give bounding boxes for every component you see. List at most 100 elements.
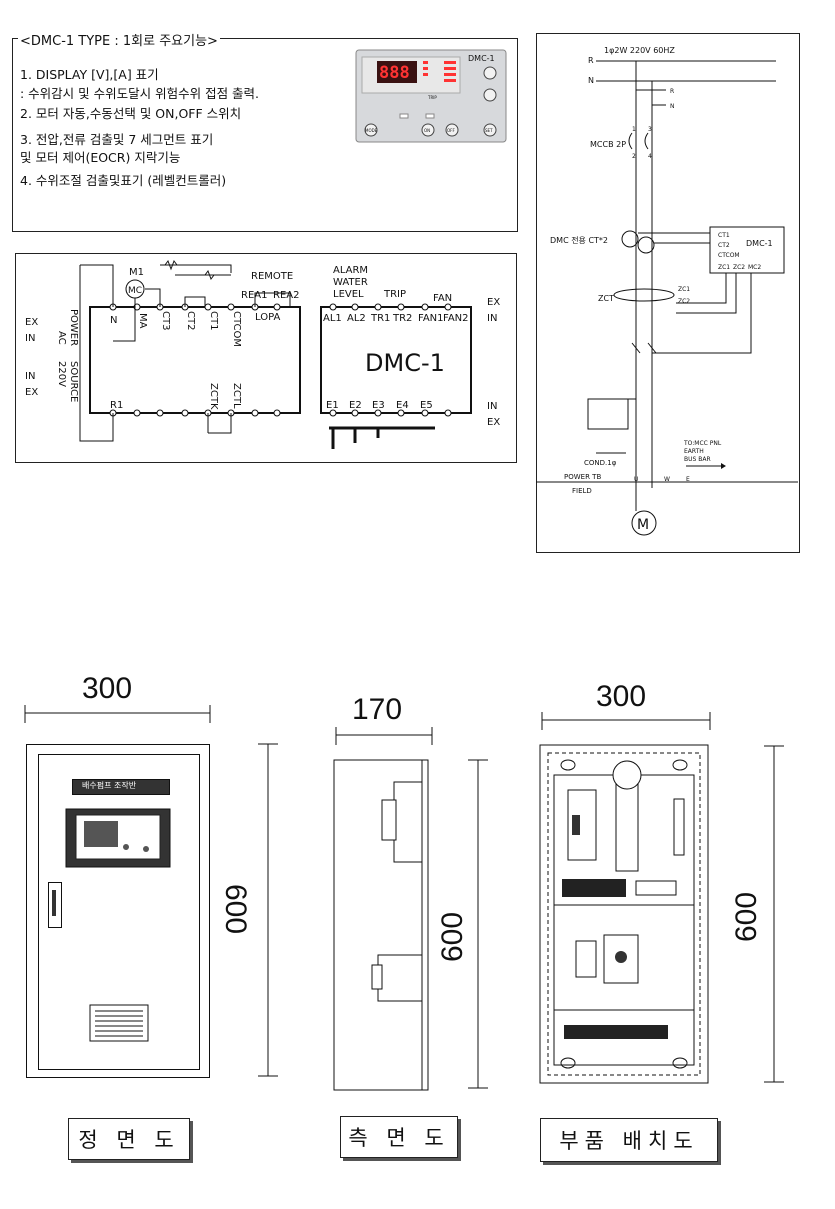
wire-n-small: N: [670, 103, 675, 110]
dmc-zc1: ZC1: [718, 264, 730, 271]
wiring-diagram: 1φ2W 220V 60HZ R N R N MCCB 2P 1 3 2 4 D…: [536, 46, 798, 536]
wiring-motor: M: [637, 517, 649, 533]
front-height-dimension: [258, 743, 278, 1077]
side-width-dimension: [335, 727, 433, 745]
layout-width-label: 300: [596, 680, 647, 713]
water-label: WATER: [333, 277, 368, 288]
level-label: LEVEL: [333, 289, 364, 300]
num-4: 4: [648, 153, 652, 160]
in-right-2: IN: [487, 401, 497, 412]
device-model: DMC-1: [468, 54, 495, 63]
fan-label: FAN: [433, 293, 452, 304]
tb-w: W: [664, 476, 670, 483]
earth-line-1: TO:MCC PNL: [683, 440, 722, 447]
term-tr2: TR2: [392, 313, 412, 324]
feature-title: <DMC-1 TYPE : 1회로 주요기능>: [18, 30, 220, 49]
layout-height-label: 600: [730, 891, 764, 943]
dmc-zc2: ZC2: [733, 264, 745, 271]
term-e2: E2: [349, 400, 362, 411]
term-fan1: FAN1: [418, 313, 444, 324]
term-zctl: ZCTL: [231, 383, 242, 409]
term-al2: AL2: [347, 313, 366, 324]
set-button-label: SET: [485, 128, 493, 133]
ex-right-2: EX: [487, 417, 500, 428]
alarm-label: ALARM: [333, 265, 368, 276]
term-al1: AL1: [323, 313, 342, 324]
wire-r-small: R: [670, 88, 674, 95]
n-label: N: [588, 76, 594, 85]
zc2-label: ZC2: [678, 298, 690, 305]
term-ct2: CT2: [185, 311, 196, 330]
num-3: 3: [648, 126, 652, 133]
device-panel: 888 DMC-1 TRIP MODE ON OFF SET: [355, 49, 507, 143]
term-e1: E1: [326, 400, 339, 411]
side-view: [333, 759, 429, 1091]
front-width-dimension: [24, 705, 211, 723]
term-n: N: [110, 315, 117, 326]
ex-right-1: EX: [487, 297, 500, 308]
on-button-label: ON: [424, 128, 430, 133]
off-button-label: OFF: [447, 128, 455, 133]
layout-height-dimension: [764, 745, 784, 1083]
front-panel-outer: [26, 744, 210, 1078]
wiring-diagram-box: [536, 33, 800, 553]
term-rea1: REA1: [241, 290, 267, 301]
mccb-label: MCCB 2P: [590, 140, 626, 149]
term-ct3: CT3: [160, 311, 171, 330]
v220-label: 220V: [56, 361, 67, 387]
term-e5: E5: [420, 400, 433, 411]
ex-left-1: EX: [25, 317, 38, 328]
trip-label: TRIP: [383, 289, 406, 300]
feature-item-1b: : 수위감시 및 수위도달시 위험수위 접점 출력.: [20, 86, 260, 101]
front-door-handle-slot: [52, 890, 56, 916]
term-ma: MA: [137, 313, 148, 329]
field-label: FIELD: [572, 487, 592, 495]
motor-label: M1: [129, 267, 144, 278]
power-label: POWER: [68, 309, 79, 346]
ex-left-2: EX: [25, 387, 38, 398]
in-left-1: IN: [25, 333, 35, 344]
front-panel-door: [38, 754, 200, 1070]
term-e3: E3: [372, 400, 385, 411]
layout-width-dimension: [541, 712, 711, 730]
feature-item-4: 4. 수위조절 검출및표기 (레벨컨트롤러): [20, 173, 227, 188]
num-1: 1: [632, 126, 636, 133]
dmc-title: DMC-1: [365, 349, 445, 377]
remote-label: REMOTE: [251, 271, 293, 282]
mode-button-label: MODE: [365, 128, 378, 133]
zct-label: ZCT: [598, 294, 614, 303]
in-right-1: IN: [487, 313, 497, 324]
side-width-label: 170: [352, 693, 403, 726]
dmc-ct2: CT2: [718, 242, 730, 249]
feature-item-1: 1. DISPLAY [V],[A] 표기: [20, 67, 159, 82]
tb-e: E: [686, 476, 690, 483]
dmc-ct1: CT1: [718, 232, 730, 239]
supply-label: 1φ2W 220V 60HZ: [604, 46, 675, 55]
feature-item-3b: 및 모터 제어(EOCR) 지락기능: [20, 150, 181, 165]
side-caption: 측 면 도: [340, 1116, 458, 1158]
feature-item-3: 3. 전압,전류 검출및 7 세그먼트 표기: [20, 132, 214, 147]
nameplate-text: 배수펌프 조작반: [82, 781, 137, 790]
term-e4: E4: [396, 400, 409, 411]
term-fan2: FAN2: [443, 313, 469, 324]
front-louver: [89, 1004, 149, 1042]
terminal-diagram: MC M1 N MA CT3 CT2 CT1 CTCOM REMOTE REA1…: [25, 259, 500, 449]
term-zctk: ZCTK: [208, 383, 219, 410]
display-digits: 888: [379, 63, 410, 83]
term-lopa: LOPA: [255, 312, 280, 323]
layout-caption: 부품 배치도: [540, 1118, 718, 1162]
term-rea2: REA2: [273, 290, 299, 301]
dmc-ctcom: CTCOM: [718, 252, 740, 259]
cond-label: COND.1φ: [584, 459, 617, 467]
front-width-label: 300: [82, 672, 133, 705]
layout-view: [539, 744, 709, 1084]
in-left-2: IN: [25, 371, 35, 382]
front-controller-window: [65, 808, 171, 868]
front-caption: 정 면 도: [68, 1118, 190, 1160]
earth-line-2: EARTH: [684, 448, 704, 455]
tb-u: U: [634, 476, 638, 483]
ct-label: DMC 전용 CT*2: [550, 235, 608, 245]
side-height-dimension: [468, 759, 488, 1089]
zc1-label: ZC1: [678, 286, 690, 293]
term-ctcom: CTCOM: [231, 311, 242, 347]
